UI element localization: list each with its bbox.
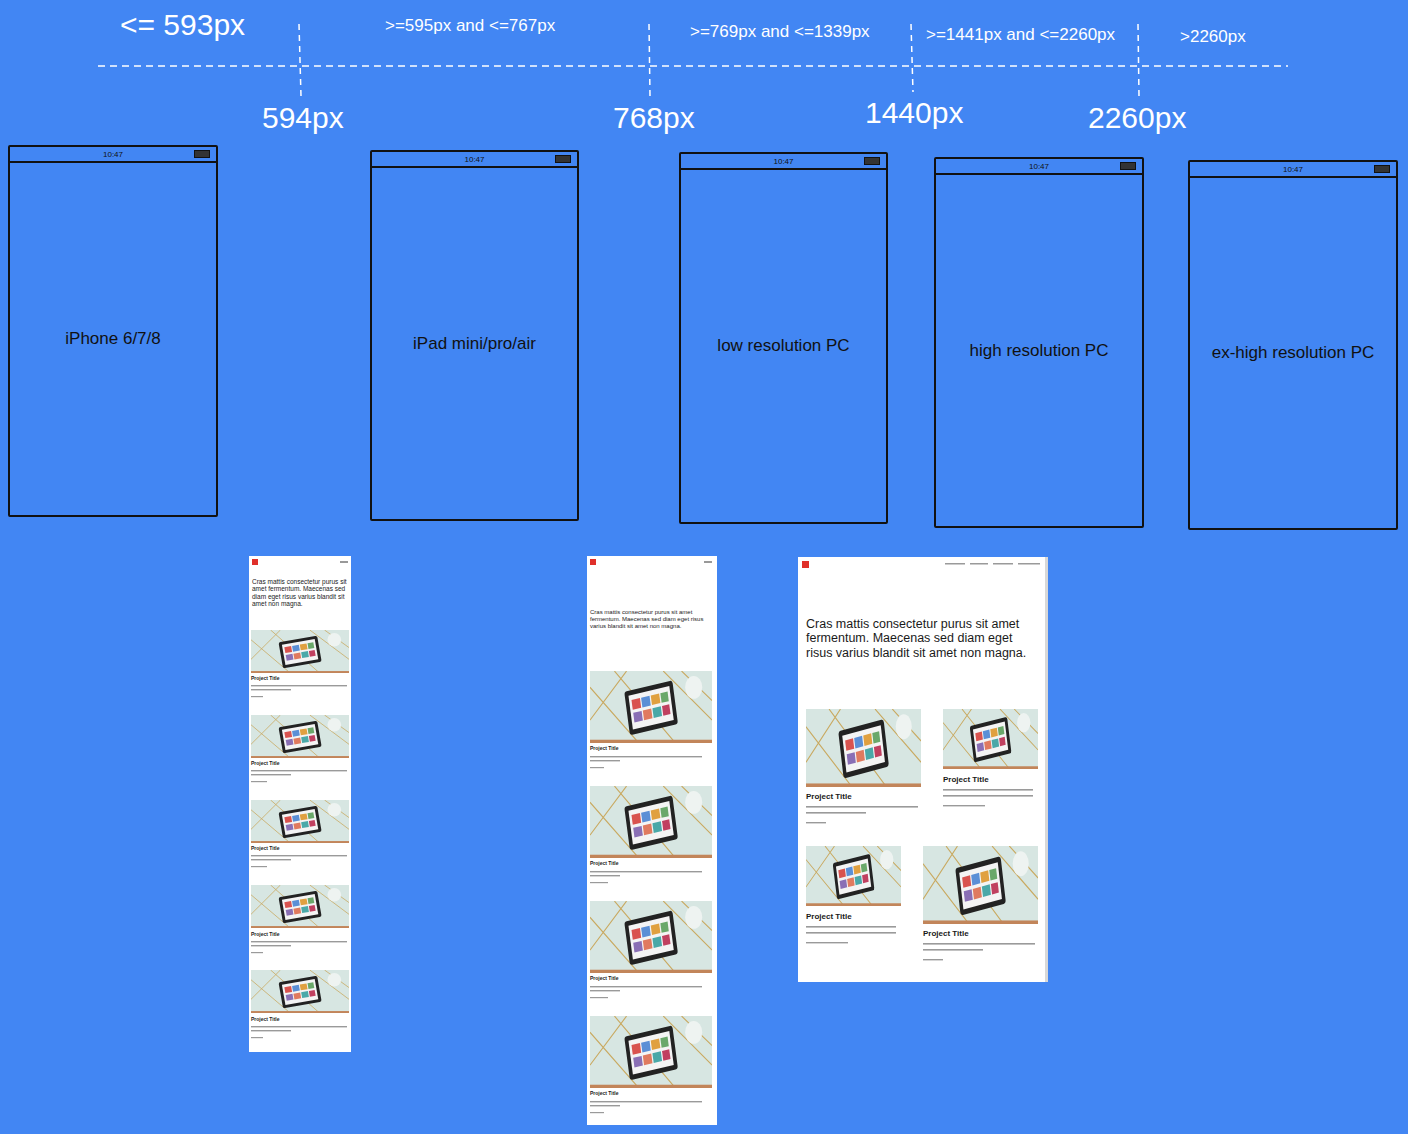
device-screen: iPhone 6/7/8 bbox=[10, 163, 216, 515]
status-bar: 10:47 bbox=[1190, 162, 1396, 178]
project-title: Project Title bbox=[251, 846, 280, 852]
status-time: 10:47 bbox=[1029, 162, 1049, 171]
battery-icon bbox=[555, 155, 571, 163]
project-title: Project Title bbox=[943, 775, 989, 784]
device-label: ex-high resolution PC bbox=[1212, 343, 1375, 363]
status-time: 10:47 bbox=[1283, 165, 1303, 174]
device-label: iPad mini/pro/air bbox=[413, 334, 536, 354]
project-title: Project Title bbox=[251, 932, 280, 938]
project-title: Project Title bbox=[590, 976, 619, 982]
status-bar: 10:47 bbox=[10, 147, 216, 163]
device-screen: ex-high resolution PC bbox=[1190, 178, 1396, 528]
project-title: Project Title bbox=[806, 912, 852, 921]
battery-icon bbox=[1374, 165, 1390, 173]
project-title: Project Title bbox=[590, 1091, 619, 1097]
project-title: Project Title bbox=[923, 929, 969, 938]
project-title: Project Title bbox=[251, 676, 280, 682]
breakpoint-label: 594px bbox=[262, 101, 344, 136]
status-time: 10:47 bbox=[773, 157, 793, 166]
device-label: high resolution PC bbox=[970, 341, 1109, 361]
device-frame: 10:47 iPad mini/pro/air bbox=[370, 150, 579, 521]
device-frame: 10:47 high resolution PC bbox=[934, 157, 1144, 528]
battery-icon bbox=[194, 150, 210, 158]
breakpoint-label: 2260px bbox=[1088, 101, 1186, 136]
range-label: <= 593px bbox=[120, 8, 245, 43]
page-headline: Cras mattis consectetur purus sit amet f… bbox=[252, 578, 347, 608]
device-frame: 10:47 low resolution PC bbox=[679, 152, 888, 524]
breakpoint-label: 1440px bbox=[865, 96, 963, 131]
project-title: Project Title bbox=[251, 761, 280, 767]
device-label: iPhone 6/7/8 bbox=[65, 329, 160, 349]
page-headline: Cras mattis consectetur purus sit amet f… bbox=[590, 609, 714, 630]
device-screen: low resolution PC bbox=[681, 170, 886, 522]
battery-icon bbox=[864, 157, 880, 165]
status-time: 10:47 bbox=[103, 150, 123, 159]
project-title: Project Title bbox=[590, 861, 619, 867]
device-screen: high resolution PC bbox=[936, 175, 1142, 526]
status-time: 10:47 bbox=[464, 155, 484, 164]
range-label: >2260px bbox=[1180, 27, 1246, 47]
project-title: Project Title bbox=[590, 746, 619, 752]
range-label: >=595px and <=767px bbox=[385, 16, 555, 36]
status-bar: 10:47 bbox=[936, 159, 1142, 175]
breakpoint-label: 768px bbox=[613, 101, 695, 136]
page-headline: Cras mattis consectetur purus sit amet f… bbox=[806, 617, 1038, 660]
range-label: >=1441px and <=2260px bbox=[926, 25, 1115, 45]
device-frame: 10:47 ex-high resolution PC bbox=[1188, 160, 1398, 530]
device-label: low resolution PC bbox=[717, 336, 849, 356]
status-bar: 10:47 bbox=[372, 152, 577, 168]
range-label: >=769px and <=1339px bbox=[690, 22, 870, 42]
device-screen: iPad mini/pro/air bbox=[372, 168, 577, 519]
status-bar: 10:47 bbox=[681, 154, 886, 170]
project-title: Project Title bbox=[251, 1017, 280, 1023]
project-title: Project Title bbox=[806, 792, 852, 801]
device-frame: 10:47 iPhone 6/7/8 bbox=[8, 145, 218, 517]
battery-icon bbox=[1120, 162, 1136, 170]
